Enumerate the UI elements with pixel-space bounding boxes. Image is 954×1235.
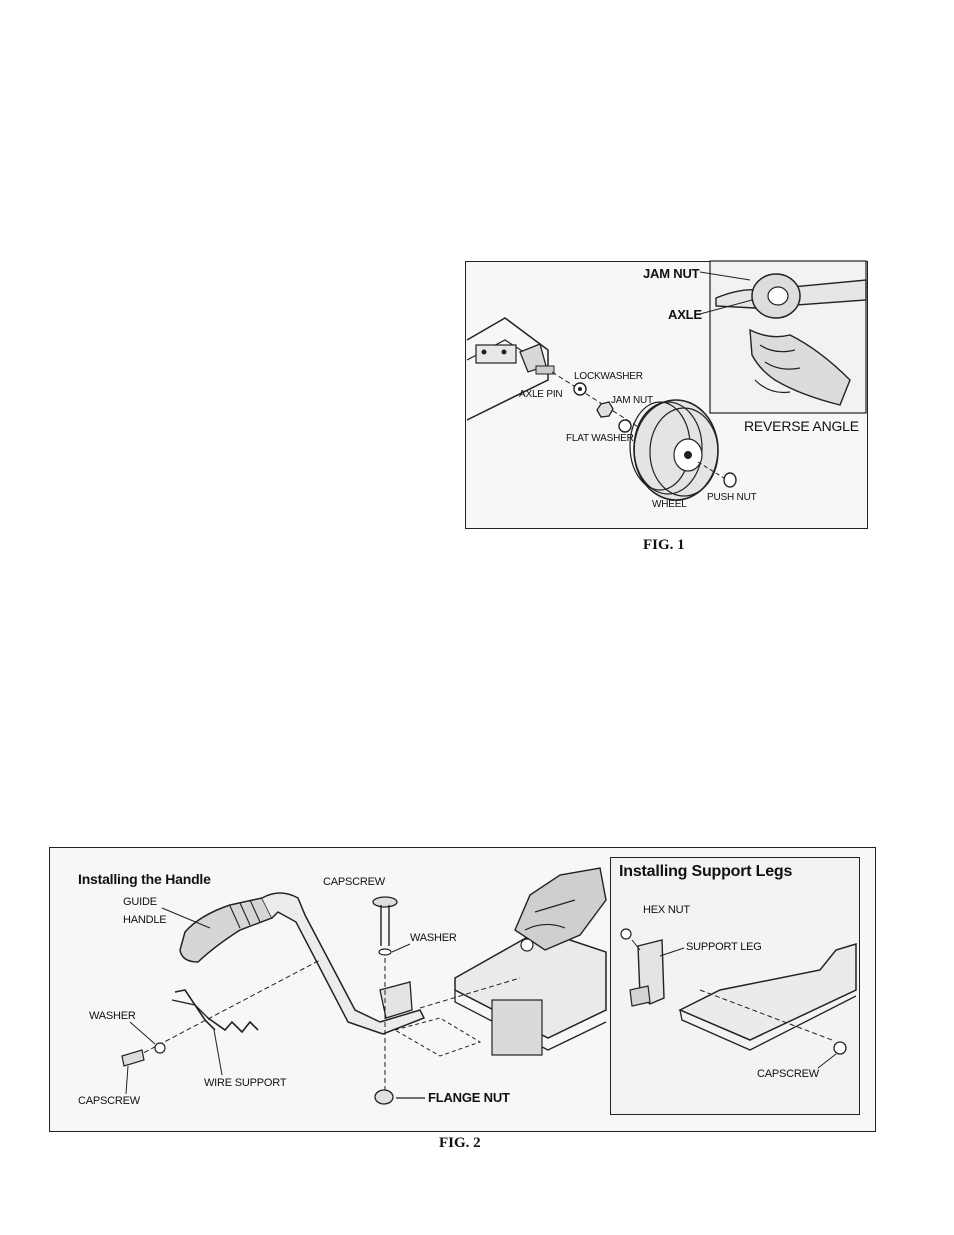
label-wire-support: WIRE SUPPORT	[204, 1077, 286, 1089]
label-guide: GUIDE	[123, 896, 157, 908]
label-capscrew-left: CAPSCREW	[78, 1095, 140, 1107]
label-flange-nut: FLANGE NUT	[428, 1090, 510, 1105]
label-handle: HANDLE	[123, 914, 166, 926]
label-capscrew-right: CAPSCREW	[757, 1068, 819, 1080]
label-capscrew-top: CAPSCREW	[323, 876, 385, 888]
handle-section-title: Installing the Handle	[78, 871, 211, 887]
figure-2-caption: FIG. 2	[439, 1135, 481, 1152]
support-legs-section-title: Installing Support Legs	[619, 863, 792, 881]
label-support-leg: SUPPORT LEG	[686, 941, 762, 953]
label-washer-right: WASHER	[410, 932, 457, 944]
label-hex-nut: HEX NUT	[643, 904, 690, 916]
label-washer-left: WASHER	[89, 1010, 136, 1022]
